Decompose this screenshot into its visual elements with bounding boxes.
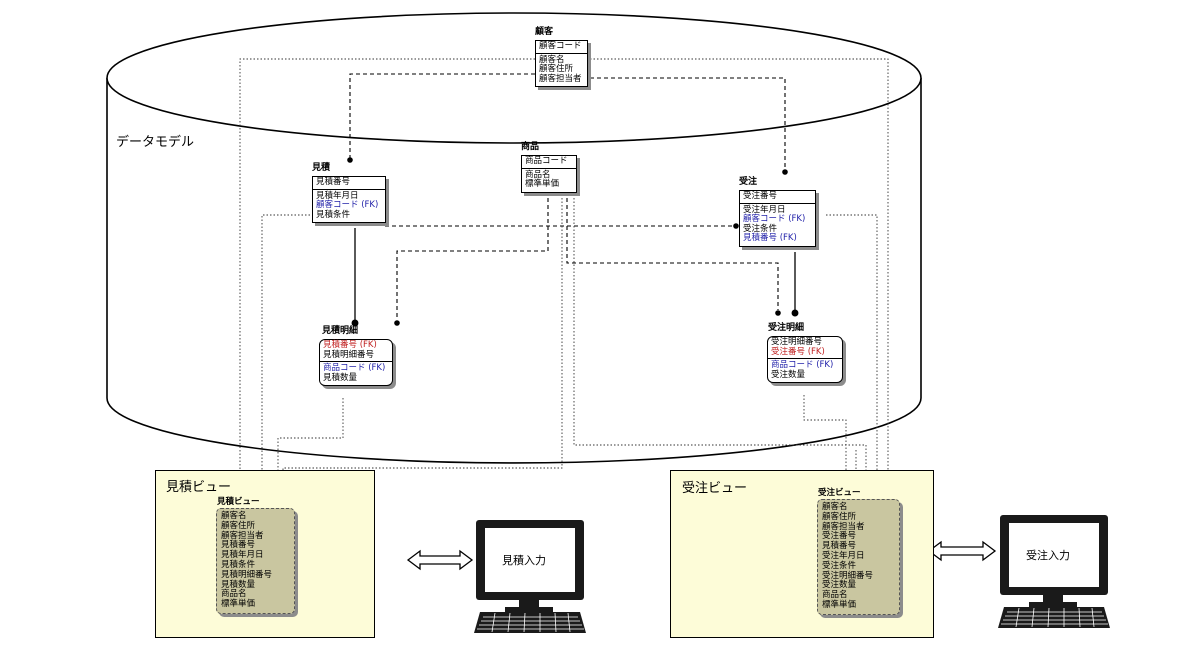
- order-view-title: 受注ビュー: [682, 481, 748, 496]
- entity-estimate-detail-pk: 見積番号 (FK) 見積明細番号: [320, 340, 392, 362]
- order-view-item: 標準単価: [822, 599, 857, 610]
- double-arrow-estimate: [406, 549, 474, 571]
- entity-estimate-pk: 見積番号: [313, 177, 385, 190]
- estimate-view-item: 見積数量: [221, 579, 256, 590]
- attr-estimate-conditions: 見積条件: [316, 209, 351, 220]
- order-view-item: 見積番号: [822, 541, 857, 552]
- entity-order-detail-title: 受注明細: [768, 323, 805, 333]
- attr-product-price: 標準単価: [525, 179, 560, 189]
- attr-order-detail-number: 受注明細番号: [771, 337, 823, 347]
- view-derivation-lines: [239, 58, 889, 505]
- entity-order-attrs: 受注年月日 顧客コード (FK) 受注条件 見積番号 (FK): [740, 204, 815, 246]
- estimate-view-item: 見積条件: [221, 559, 256, 570]
- attr-order-detail-order-number-fk: 受注番号 (FK): [771, 346, 825, 357]
- order-view-item: 顧客住所: [822, 511, 857, 522]
- entity-estimate-detail-attrs: 商品コード (FK) 見積数量: [320, 362, 392, 385]
- entity-product-pk: 商品コード: [522, 156, 576, 169]
- attr-estimate-detail-number: 見積明細番号: [323, 349, 375, 360]
- entity-order-pk: 受注番号: [740, 191, 815, 204]
- attr-order-customer-code-fk: 顧客コード (FK): [743, 214, 806, 224]
- attr-customer-rep: 顧客担当者: [539, 73, 582, 84]
- attr-estimate-date: 見積年月日: [316, 190, 359, 201]
- estimate-input-label[interactable]: 見積入力: [502, 554, 546, 567]
- order-view-item: 受注年月日: [822, 550, 865, 561]
- attr-order-estimate-number-fk: 見積番号 (FK): [743, 233, 797, 243]
- computer-order-icon: [998, 515, 1110, 628]
- estimate-view-item: 顧客住所: [221, 520, 256, 531]
- entity-customer-pk: 顧客コード: [536, 41, 587, 54]
- order-view-item: 受注条件: [822, 560, 857, 571]
- estimate-view-box[interactable]: 顧客名顧客住所顧客担当者見積番号見積年月日見積条件見積明細番号見積数量商品名標準…: [216, 508, 295, 614]
- estimate-view-item: 商品名: [221, 589, 247, 600]
- double-arrow-order: [927, 540, 997, 562]
- entity-estimate-attrs: 見積年月日 顧客コード (FK) 見積条件: [313, 190, 385, 223]
- entity-customer-attrs: 顧客名 顧客住所 顧客担当者: [536, 54, 587, 87]
- entity-estimate[interactable]: 見積番号 見積年月日 顧客コード (FK) 見積条件: [312, 176, 386, 223]
- entity-product[interactable]: 商品コード 商品名 標準単価: [521, 155, 577, 193]
- order-view-item: 受注明細番号: [822, 570, 874, 581]
- attr-product-name: 商品名: [525, 169, 551, 180]
- entity-estimate-title: 見積: [312, 163, 331, 173]
- entity-estimate-detail[interactable]: 見積番号 (FK) 見積明細番号 商品コード (FK) 見積数量: [319, 339, 393, 386]
- attr-order-detail-product-code-fk: 商品コード (FK): [771, 360, 834, 370]
- computer-estimate-icon: [474, 520, 586, 633]
- identifying-relationships: [351, 228, 799, 327]
- estimate-view-item: 顧客担当者: [221, 530, 264, 541]
- estimate-view-title: 見積ビュー: [166, 480, 232, 495]
- order-view-box[interactable]: 顧客名顧客住所顧客担当者受注番号見積番号受注年月日受注条件受注明細番号受注数量商…: [817, 499, 900, 615]
- attr-estimate-detail-product-code-fk: 商品コード (FK): [323, 363, 386, 373]
- estimate-view-box-title: 見積ビュー: [217, 497, 260, 507]
- estimate-view-item: 見積明細番号: [221, 569, 273, 580]
- entity-estimate-detail-title: 見積明細: [322, 326, 359, 336]
- attr-order-date: 受注年月日: [743, 204, 786, 215]
- database-cylinder: [106, 12, 922, 464]
- relationship-dots: [347, 157, 788, 326]
- attr-estimate-detail-quantity: 見積数量: [323, 372, 358, 383]
- entity-product-title: 商品: [521, 142, 540, 152]
- entity-customer[interactable]: 顧客コード 顧客名 顧客住所 顧客担当者: [535, 40, 588, 87]
- entity-order-title: 受注: [739, 177, 758, 187]
- order-view-item: 顧客名: [822, 502, 848, 512]
- estimate-view-item: 見積番号: [221, 540, 256, 551]
- estimate-view-item: 標準単価: [221, 599, 256, 610]
- order-input-label[interactable]: 受注入力: [1026, 549, 1070, 562]
- estimate-view-item: 顧客名: [221, 511, 247, 521]
- order-view-box-title: 受注ビュー: [818, 488, 861, 498]
- entity-order-detail[interactable]: 受注明細番号 受注番号 (FK) 商品コード (FK) 受注数量: [767, 336, 843, 383]
- order-view-item: 受注数量: [822, 580, 857, 591]
- entity-order-detail-attrs: 商品コード (FK) 受注数量: [768, 359, 842, 382]
- entity-customer-title: 顧客: [535, 27, 554, 37]
- entity-product-attrs: 商品名 標準単価: [522, 169, 576, 192]
- attr-order-detail-quantity: 受注数量: [771, 369, 806, 380]
- attr-estimate-detail-estimate-number-fk: 見積番号 (FK): [323, 340, 377, 350]
- entity-order[interactable]: 受注番号 受注年月日 顧客コード (FK) 受注条件 見積番号 (FK): [739, 190, 816, 247]
- attr-customer-name: 顧客名: [539, 54, 565, 65]
- estimate-view-item: 見積年月日: [221, 550, 264, 561]
- order-view-item: 商品名: [822, 590, 848, 601]
- non-identifying-relationships: [349, 73, 786, 320]
- entity-order-detail-pk: 受注明細番号 受注番号 (FK): [768, 337, 842, 359]
- order-view-item: 顧客担当者: [822, 521, 865, 532]
- order-view-item: 受注番号: [822, 531, 857, 542]
- attr-estimate-customer-code-fk: 顧客コード (FK): [316, 200, 379, 210]
- attr-order-conditions: 受注条件: [743, 223, 778, 234]
- attr-customer-address: 顧客住所: [539, 64, 574, 74]
- datamodel-label: データモデル: [116, 135, 195, 150]
